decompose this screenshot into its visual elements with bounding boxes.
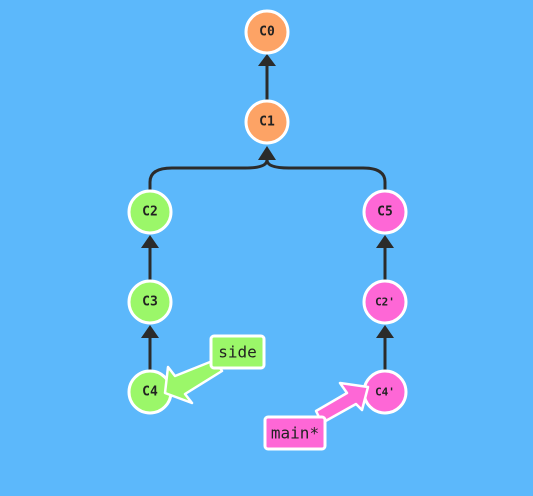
arrowhead-c4p-c2p: [376, 325, 394, 338]
commit-c5-circle: [362, 189, 408, 235]
commit-c3[interactable]: C3: [127, 279, 173, 325]
commit-c2-circle: [127, 189, 173, 235]
branch-side-pointer-arrow: [163, 358, 224, 405]
commit-c5[interactable]: C5: [362, 189, 408, 235]
arrowhead-c2c5-c1: [258, 146, 276, 160]
commit-c2[interactable]: C2: [127, 189, 173, 235]
arrowhead-c2p-c5: [376, 235, 394, 248]
commit-c1-label: C1: [259, 115, 275, 130]
edge-c2-c1: [148, 159, 269, 191]
branch-main-box: [263, 415, 327, 451]
commit-c0-circle: [244, 9, 290, 55]
commit-c3-circle: [127, 279, 173, 325]
branch-tag-side[interactable]: side: [163, 334, 266, 405]
arrowhead-c1-c0: [258, 54, 276, 66]
commit-c2-prime-label: C2': [375, 296, 395, 309]
commit-c2-prime[interactable]: C2': [362, 279, 408, 325]
edges: [141, 54, 394, 371]
commit-c0[interactable]: C0: [244, 9, 290, 55]
branch-side-label: side: [218, 343, 257, 362]
commit-c4-prime[interactable]: C4': [362, 369, 408, 415]
branch-main-pointer-arrow: [314, 381, 370, 425]
branch-main-label: main*: [271, 424, 319, 443]
commit-c2-prime-circle: [362, 279, 408, 325]
commit-c3-label: C3: [142, 295, 158, 310]
branch-tag-main[interactable]: main*: [263, 381, 370, 451]
commit-c1[interactable]: C1: [244, 99, 290, 145]
branch-side-box: [209, 334, 266, 370]
arrowhead-c3-c2: [141, 235, 159, 248]
commit-c5-label: C5: [377, 205, 393, 220]
commit-c4-prime-label: C4': [375, 386, 395, 399]
edge-c5-c1: [265, 159, 387, 191]
arrowhead-c4-c3: [141, 325, 159, 338]
commit-c0-label: C0: [259, 25, 275, 40]
commit-c2-label: C2: [142, 205, 158, 220]
commit-c1-circle: [244, 99, 290, 145]
commit-c4-label: C4: [142, 385, 158, 400]
